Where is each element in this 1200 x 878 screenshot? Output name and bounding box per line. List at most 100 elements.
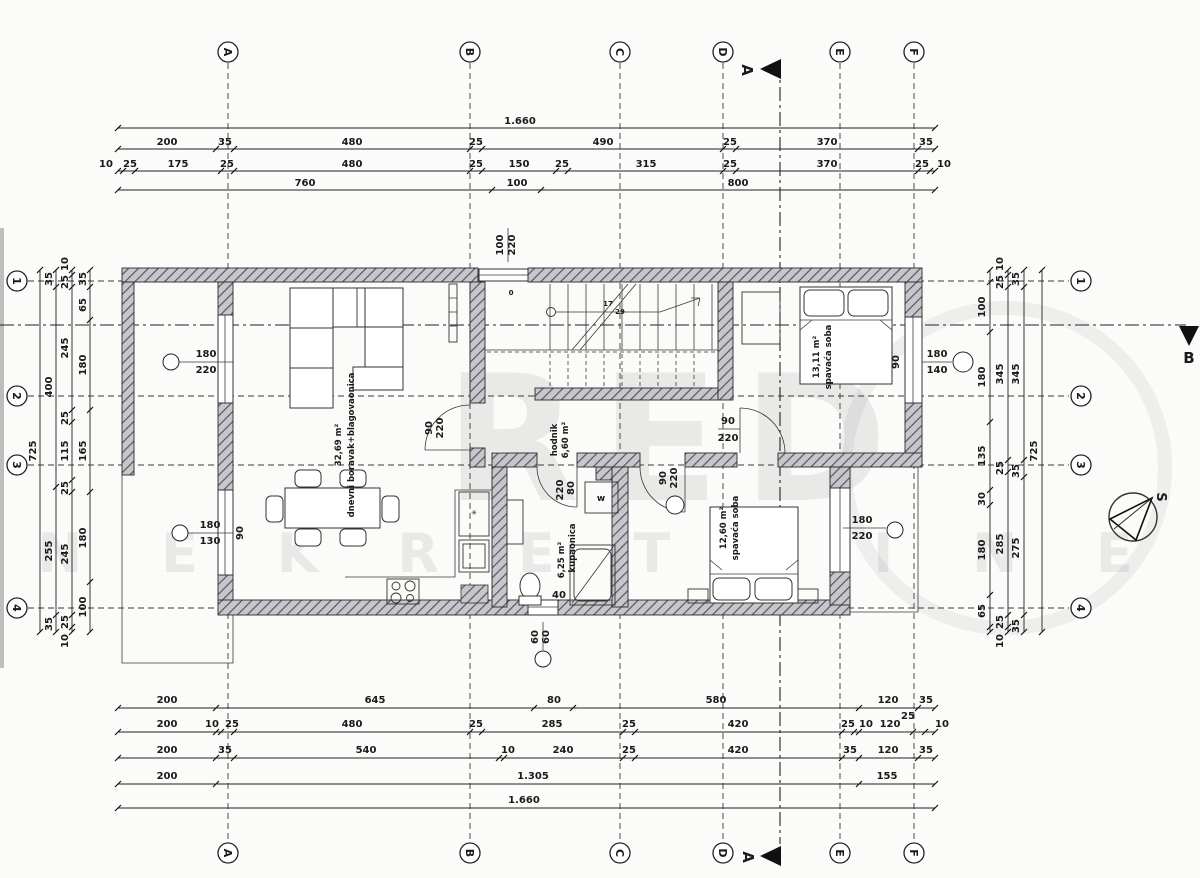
grid-col-b-bottom: B: [463, 849, 476, 857]
dim: 25: [60, 615, 71, 629]
dim: 760: [295, 178, 316, 189]
dim: 150: [509, 159, 530, 170]
dim: 120: [878, 695, 899, 706]
stair-note: 17: [603, 300, 613, 308]
coffee-table: [352, 366, 404, 391]
grid-col-a-bottom: A: [221, 849, 234, 858]
door-bedroom1-label: 90 220: [718, 416, 740, 444]
kitchen-cabinet: [458, 491, 490, 537]
dim: 725: [1029, 441, 1040, 462]
dining-table: [265, 469, 400, 547]
pillow: [712, 577, 751, 601]
section-a-label-top: A: [738, 64, 756, 76]
dim: 90: [658, 471, 669, 485]
dim: 25: [915, 159, 929, 170]
grid-col-a-top: A: [221, 48, 234, 57]
grid-col-e-bottom: E: [833, 849, 846, 857]
stove: [386, 578, 420, 605]
dim: 120: [878, 745, 899, 756]
sink-drainer: [460, 584, 489, 604]
dim: 40: [552, 590, 566, 601]
washing-machine: [584, 481, 619, 514]
dim: 25: [220, 159, 234, 170]
section-a-flag-bottom: [760, 846, 781, 866]
washbasin: [506, 499, 524, 545]
nightstand: [687, 588, 709, 604]
dim: 60: [541, 630, 552, 644]
dim: 200: [157, 771, 178, 782]
dim: 255: [44, 541, 55, 562]
kitchen-symbol: ✳: [471, 509, 477, 517]
dim: 220: [555, 480, 566, 501]
dim: 25: [622, 719, 636, 730]
window-left-bottom-label: 180 130 90: [171, 520, 246, 547]
dim: 220: [507, 235, 518, 256]
dim: 100: [977, 297, 988, 318]
dim: 25: [469, 137, 483, 148]
wardrobe: [741, 291, 781, 345]
dim: 180: [78, 528, 89, 549]
dim: 275: [1011, 538, 1022, 559]
dim: 180: [977, 540, 988, 561]
dim: 220: [852, 531, 873, 542]
window-bathroom-label: 40 60 60: [530, 590, 566, 668]
toilet: [519, 572, 541, 600]
dim: 25: [841, 719, 855, 730]
dim: 10: [60, 634, 71, 648]
dim: 200: [157, 745, 178, 756]
dim: 130: [200, 536, 221, 547]
dim: 35: [843, 745, 857, 756]
dim: 60: [530, 630, 541, 644]
stair-note: 29: [615, 308, 625, 316]
dim: 420: [728, 745, 749, 756]
window-bedroom1: [904, 316, 923, 404]
dim: 35: [1011, 272, 1022, 286]
scan-artifact: [0, 228, 4, 668]
door-bathroom: [536, 466, 578, 508]
dim: 480: [342, 159, 363, 170]
dim: 180: [852, 515, 873, 526]
dim: 180: [200, 520, 221, 531]
bed-bedroom2: [687, 506, 819, 604]
room-hall-area: 6,60 m²: [561, 421, 571, 458]
dimensions-right: 100 180 135 30 180 65 10 25 345 25 285 2…: [977, 257, 1046, 648]
section-b-flag: [1179, 326, 1199, 346]
entrance-door-label: 100 220: [495, 228, 518, 262]
room-bedroom1-name: spavaća soba: [823, 324, 834, 389]
dim: 120: [880, 719, 901, 730]
section-b-label: B: [1183, 349, 1194, 367]
dim: 100: [78, 597, 89, 618]
dim: 35: [218, 745, 232, 756]
grid-row-3-right: 3: [1074, 461, 1087, 469]
kitchen-sink: [458, 539, 490, 573]
dim: 725: [28, 441, 39, 462]
kitchen: ✳: [345, 489, 492, 605]
grid-row-1-left: 1: [10, 277, 23, 285]
sofa: [289, 287, 404, 409]
dim: 35: [919, 745, 933, 756]
dim: 220: [435, 418, 446, 439]
grid-row-3-left: 3: [10, 461, 23, 469]
dim: 540: [356, 745, 377, 756]
dim: 200: [157, 695, 178, 706]
dim: 100: [507, 178, 528, 189]
dim: 25: [723, 137, 737, 148]
dim: 115: [60, 441, 71, 462]
dim: 10: [937, 159, 951, 170]
window-left-bottom: [217, 489, 234, 576]
grid-col-e-top: E: [833, 48, 846, 56]
dim: 80: [547, 695, 561, 706]
dim: 25: [469, 159, 483, 170]
furniture: ✳: [265, 283, 893, 606]
bed-bedroom1: [741, 286, 893, 385]
dimensions-bottom: 200 645 80 580 120 35 25 200 10 25 480 2…: [114, 695, 949, 812]
dim: 180: [927, 349, 948, 360]
dim: 25: [622, 745, 636, 756]
grid-col-c-top: C: [613, 48, 626, 56]
dim: 100: [495, 235, 506, 256]
dim: 25: [60, 275, 71, 289]
dim: 1.660: [508, 795, 540, 806]
dim: 25: [995, 615, 1006, 629]
dim: 220: [196, 365, 217, 376]
